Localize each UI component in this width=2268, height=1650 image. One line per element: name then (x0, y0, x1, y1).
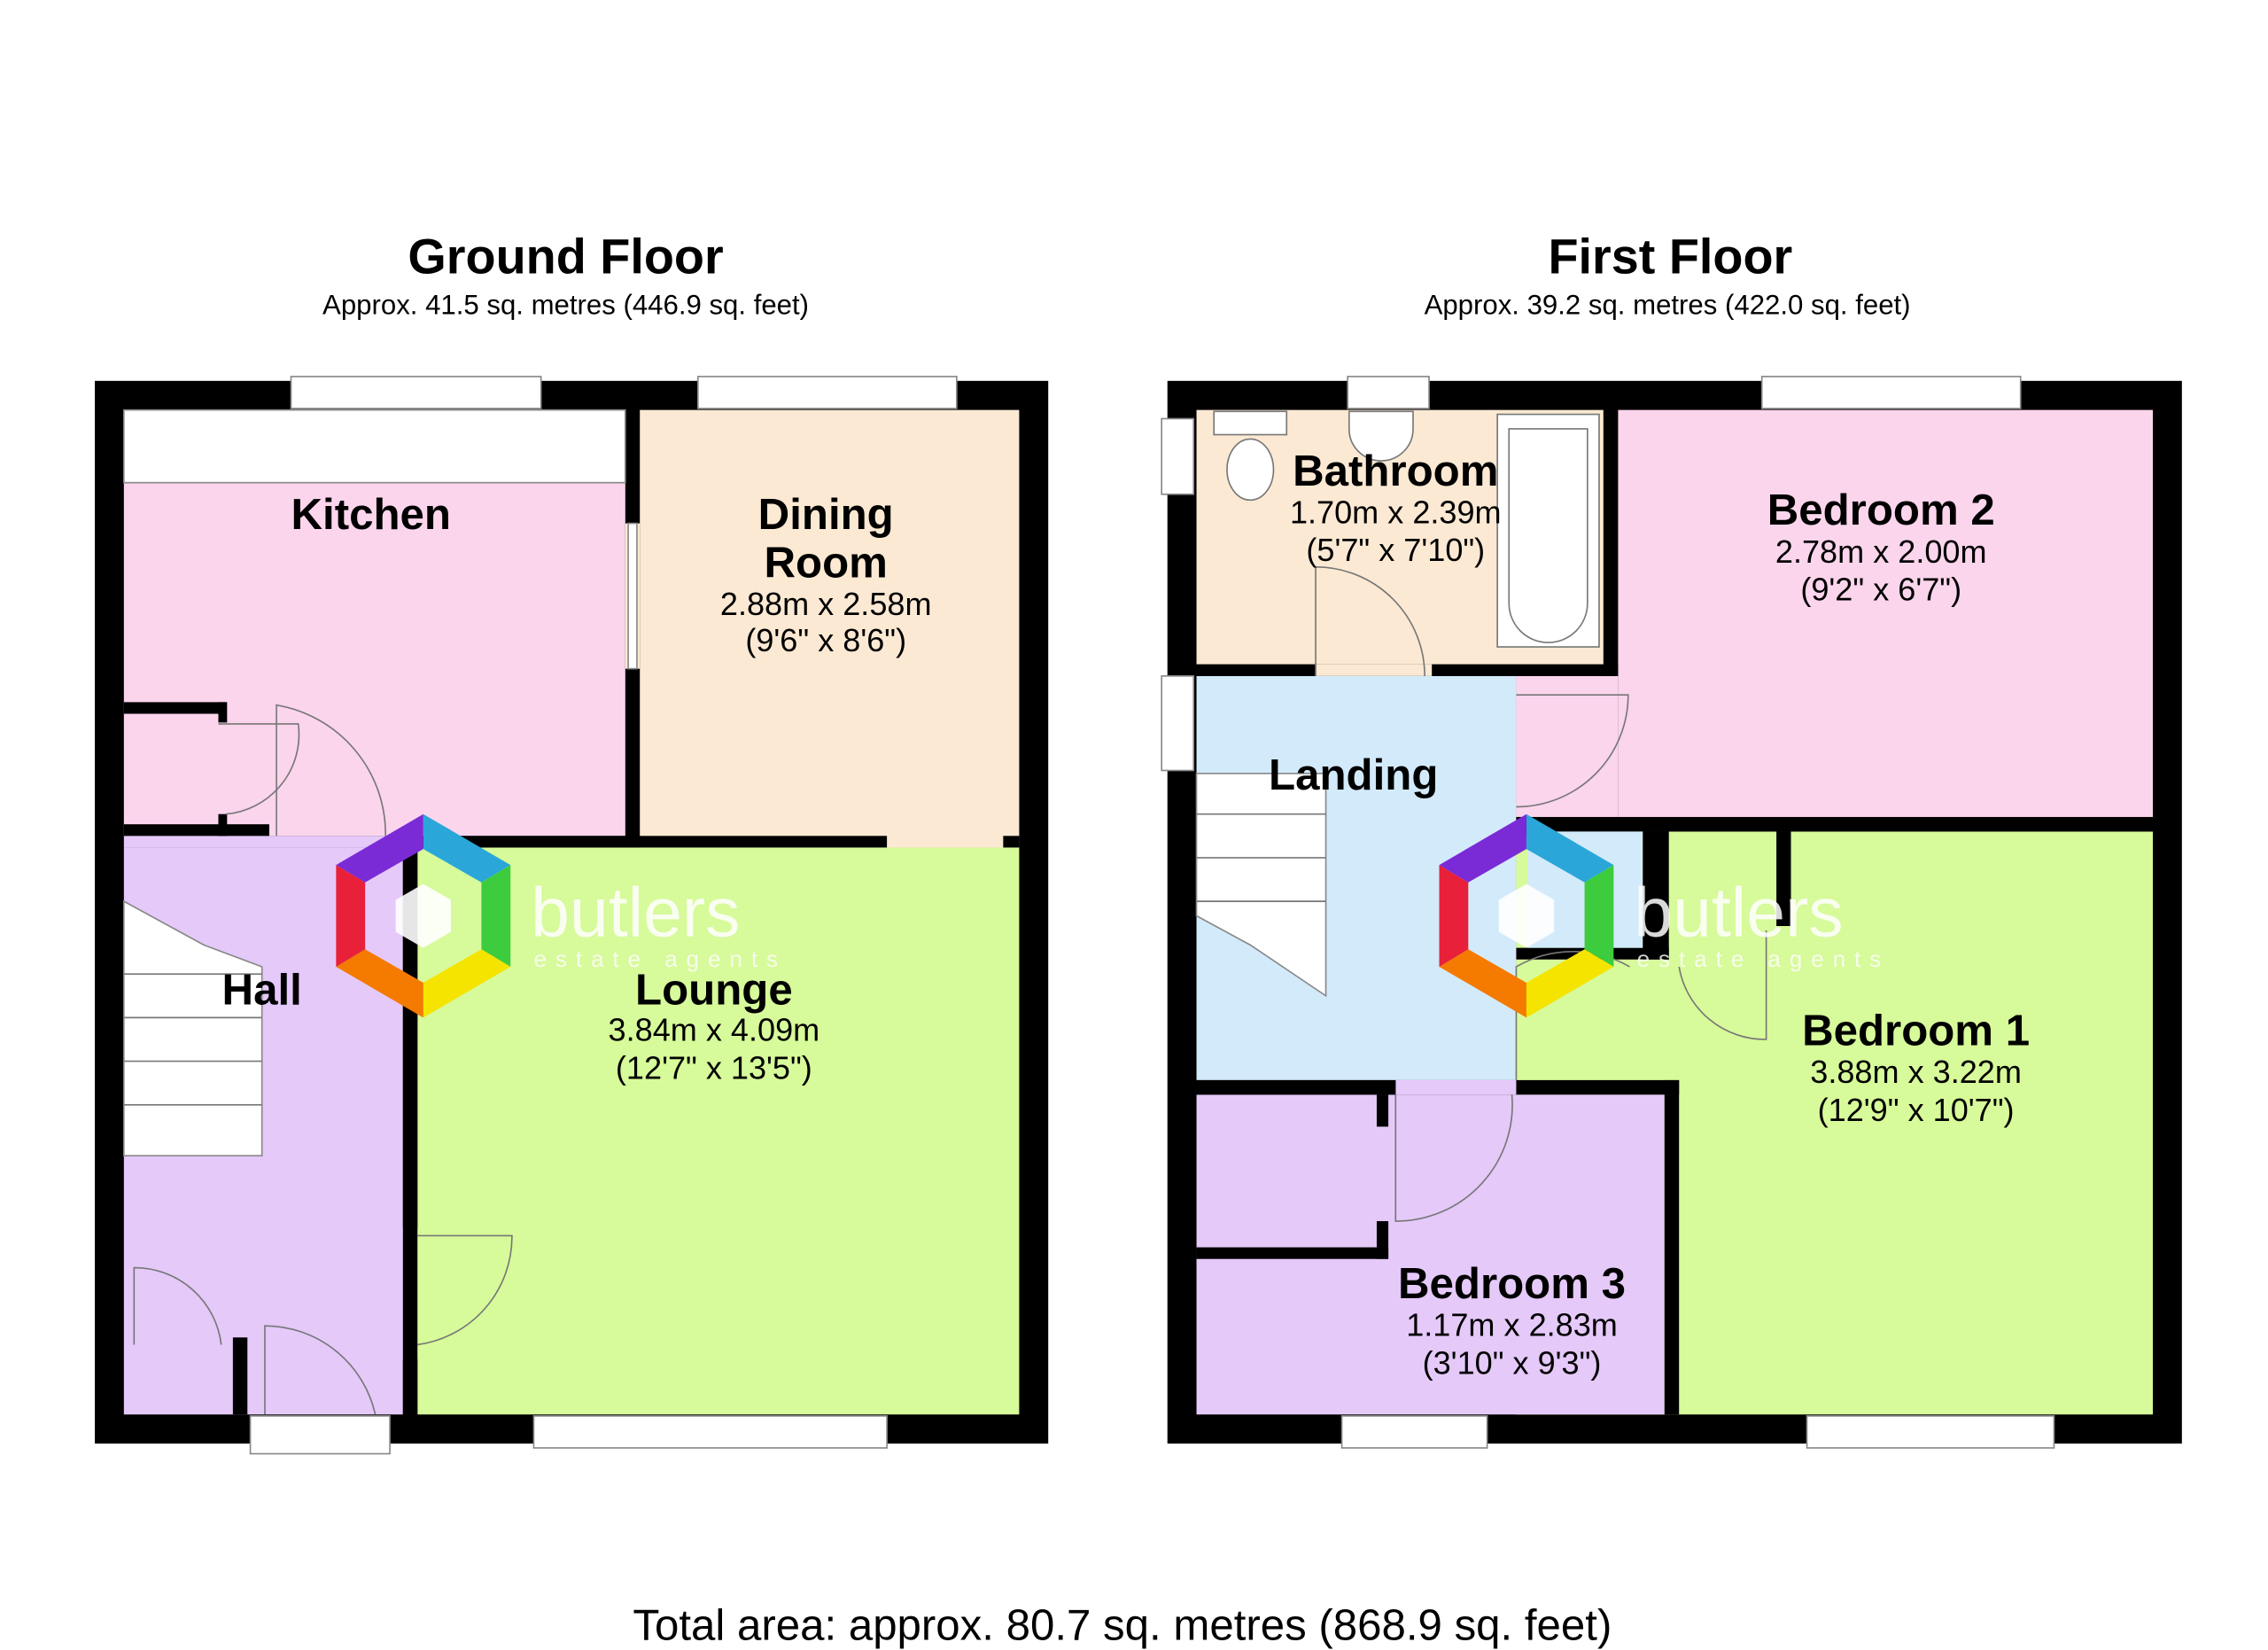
room-dimensions-metric: 2.88m x 2.58m (720, 586, 932, 622)
floor-title: Ground Floor (408, 229, 723, 284)
staircase (1195, 772, 1327, 998)
room-dimensions-metric: 1.70m x 2.39m (1290, 494, 1502, 531)
room-dimensions-imperial: (5'7" x 7'10") (1306, 532, 1485, 568)
total-area: Total area: approx. 80.7 sq. metres (868… (633, 1601, 1612, 1650)
wall (1196, 664, 1317, 676)
room-dimensions-imperial: (9'2" x 6'7") (1800, 572, 1961, 608)
front-door (249, 1415, 391, 1455)
door-swing (1394, 1094, 1513, 1222)
wall (1432, 664, 1619, 676)
front-door-swing (264, 1325, 377, 1415)
door-swing (133, 1266, 222, 1345)
wall (1603, 409, 1619, 676)
floor-area: Approx. 41.5 sq. metres (446.9 sq. feet) (322, 289, 809, 320)
window (1760, 376, 2022, 409)
wall (1643, 831, 1669, 960)
dining-lounge-opening (887, 836, 1004, 848)
wall (1376, 1221, 1389, 1259)
room-dimensions-metric: 2.78m x 2.00m (1775, 533, 1987, 570)
wall (1516, 1079, 1680, 1095)
room-dimensions-metric: 3.88m x 3.22m (1810, 1054, 2022, 1090)
door-swing (1515, 951, 1630, 1080)
wall (1516, 816, 2154, 832)
room-dimensions-imperial: (9'6" x 8'6") (745, 622, 906, 658)
kitchen-worktop (123, 409, 626, 484)
room-label: Landing (1269, 751, 1438, 799)
wall (232, 1337, 248, 1415)
room-label: Bedroom 1 (1802, 1007, 2030, 1055)
door-swing (218, 723, 300, 815)
butlers-logo-watermark: butlers estate agents (1439, 813, 1890, 1018)
room-label: Hall (222, 966, 302, 1015)
bedroom-3-doorway (1395, 1079, 1517, 1095)
wall (1003, 836, 1020, 848)
staircase (123, 899, 263, 1157)
wall (123, 702, 226, 714)
room-label: Lounge (635, 966, 793, 1015)
wall (1664, 1079, 1680, 1415)
door-swing (417, 1234, 513, 1346)
window (1161, 417, 1195, 495)
room-label: Bedroom 2 (1767, 486, 1995, 534)
ground-floor: Ground Floor Approx. 41.5 sq. metres (44… (95, 229, 1049, 1455)
wall (218, 702, 228, 723)
wall (218, 813, 228, 837)
hall-kitchen-opening (123, 836, 403, 848)
floor-area: Approx. 39.2 sq. metres (422.0 sq. feet) (1425, 289, 1911, 320)
room-dimensions-metric: 3.84m x 4.09m (609, 1012, 820, 1048)
logo-word: butlers (1634, 874, 1843, 952)
room-dimensions-imperial: (3'10" x 9'3") (1423, 1344, 1602, 1381)
wall (1196, 1079, 1396, 1095)
bedroom-2-entry (1516, 675, 1619, 817)
butlers-logo-watermark: butlers estate agents (336, 813, 786, 1018)
serving-hatch (627, 522, 638, 670)
wall (402, 1358, 418, 1415)
room-label: Dining (758, 490, 894, 539)
door-swing (1678, 930, 1767, 1040)
logo-tagline: estate agents (533, 946, 786, 972)
room-label: Bathroom (1293, 447, 1498, 495)
room-label: Kitchen (291, 490, 451, 539)
room-dimensions-metric: 1.17m x 2.83m (1406, 1307, 1618, 1343)
door-swing (1315, 565, 1425, 676)
wall (123, 824, 269, 837)
window (532, 1415, 888, 1449)
room-dimensions-imperial: (12'9" x 10'7") (1818, 1092, 2015, 1128)
window (1161, 675, 1195, 772)
door-swing (276, 704, 386, 837)
wall (1196, 1247, 1389, 1259)
floor-title: First Floor (1548, 229, 1792, 284)
room-dining (640, 409, 1020, 848)
door-swing (1516, 694, 1629, 808)
window (1340, 1415, 1488, 1449)
window (1806, 1415, 2055, 1449)
window (1347, 376, 1430, 409)
wall (1376, 1094, 1389, 1127)
bathroom-fittings (1213, 410, 1600, 648)
room-lounge (417, 847, 1020, 1415)
first-floor: First Floor Approx. 39.2 sq. metres (422… (1161, 229, 2182, 1449)
bathroom-doorway (1316, 664, 1433, 676)
room-dimensions-imperial: (12'7" x 13'5") (616, 1049, 812, 1086)
room-bedroom-2 (1618, 409, 2154, 817)
wall (1776, 831, 1791, 927)
room-label: Room (765, 538, 888, 587)
window (697, 376, 958, 409)
logo-tagline: estate agents (1637, 946, 1890, 972)
logo-word: butlers (531, 874, 740, 952)
window (290, 376, 542, 409)
room-label: Bedroom 3 (1398, 1259, 1626, 1308)
wall (402, 836, 888, 848)
